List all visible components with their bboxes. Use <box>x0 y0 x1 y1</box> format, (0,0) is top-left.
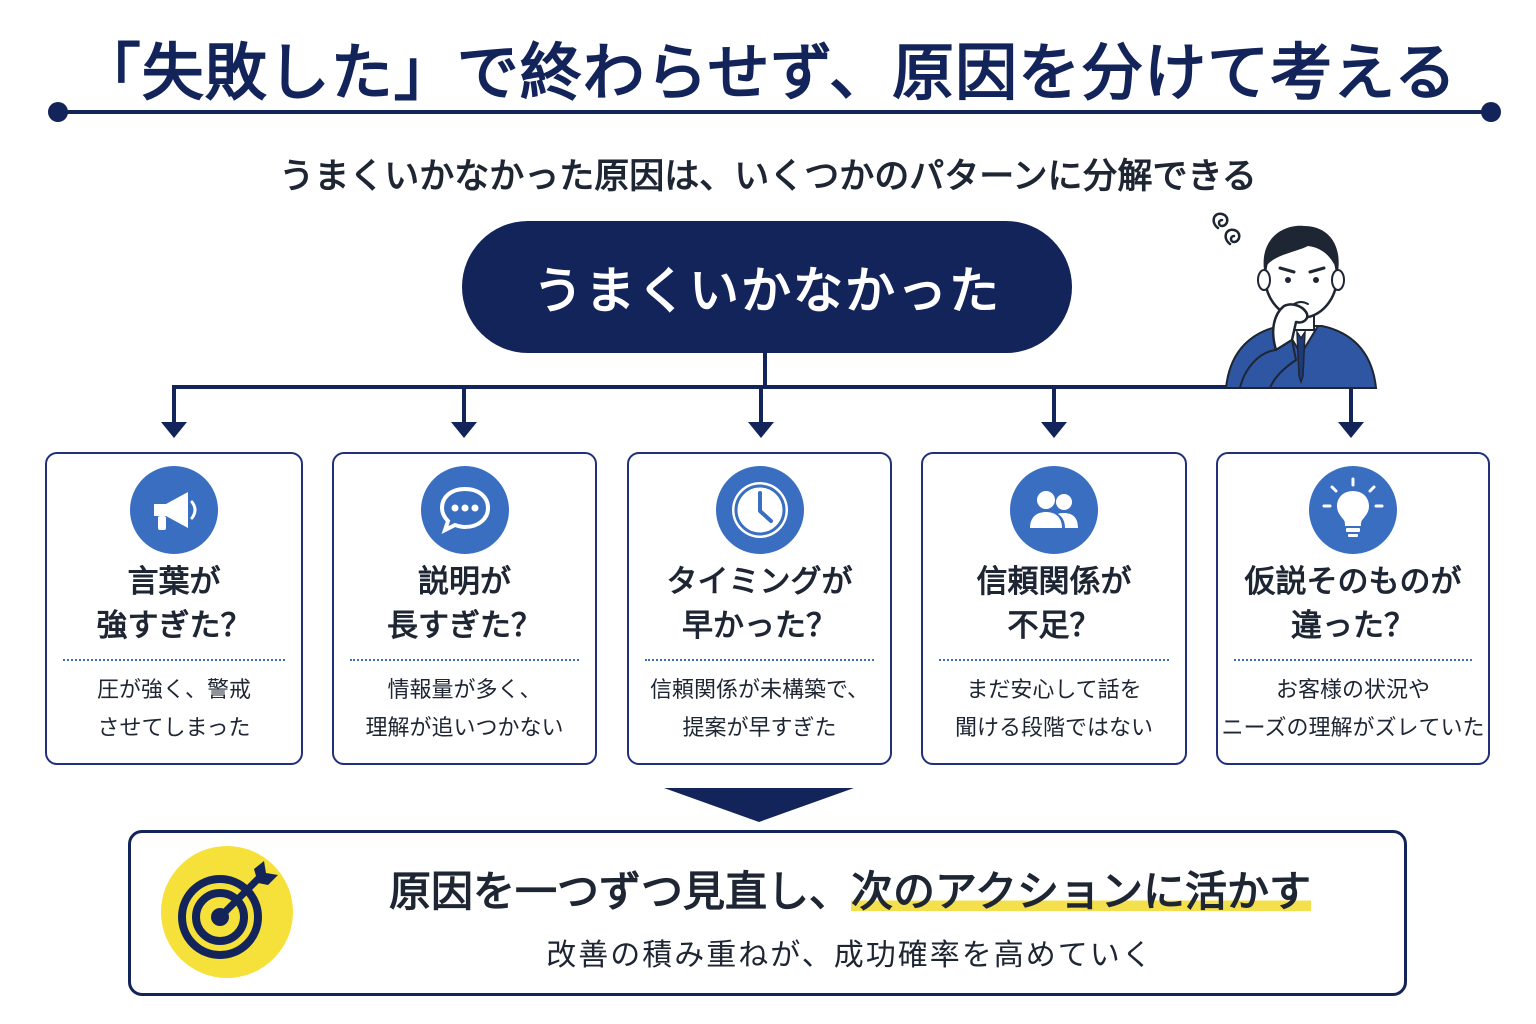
conclusion-headline-highlight: 次のアクションに活かす <box>851 867 1311 916</box>
card-divider <box>939 659 1169 661</box>
cause-card-explanation-too-long: 説明が 長すぎた？ 情報量が多く、 理解が追いつかない <box>332 452 597 765</box>
connector-branch-bar <box>172 385 1354 389</box>
connector-trunk <box>763 353 767 387</box>
card-divider <box>645 659 874 661</box>
target-icon <box>161 846 293 978</box>
connector-drop-2 <box>462 385 466 424</box>
arrowhead-4 <box>1041 422 1067 438</box>
people-icon <box>1010 466 1098 554</box>
conclusion-headline-part1: 原因を一つずつ見直し、 <box>389 867 852 916</box>
title-divider <box>57 110 1491 114</box>
down-arrow-icon <box>664 788 854 822</box>
connector-drop-5 <box>1349 385 1353 424</box>
page-title: 「失敗した」で終わらせず、原因を分けて考える <box>78 36 1458 109</box>
cause-description: 信頼関係が未構築で、 提案が早すぎた <box>649 678 870 741</box>
divider-dot-right <box>1481 102 1501 122</box>
megaphone-icon <box>130 466 218 554</box>
cause-description: お客様の状況や ニーズの理解がズレていた <box>1221 678 1485 741</box>
connector-drop-4 <box>1052 385 1056 424</box>
thinking-person-illustration <box>1212 212 1378 389</box>
lightbulb-icon <box>1309 466 1397 554</box>
card-divider <box>1234 659 1472 661</box>
cause-title: 信頼関係が 不足？ <box>976 564 1132 644</box>
speech-bubble-icon <box>420 466 509 554</box>
root-node: うまくいかなかった <box>462 221 1072 353</box>
arrowhead-3 <box>748 422 774 438</box>
arrowhead-5 <box>1338 422 1364 438</box>
cause-title: タイミングが 早かった？ <box>666 564 853 644</box>
confusion-swirl-icon <box>1212 212 1241 246</box>
connector-drop-1 <box>172 385 176 424</box>
cause-title: 仮説そのものが 違った？ <box>1244 564 1462 644</box>
arrowhead-1 <box>161 422 187 438</box>
cause-title: 説明が 長すぎた？ <box>387 564 542 644</box>
cause-description: まだ安心して話を 聞ける段階ではない <box>954 678 1153 741</box>
cause-description: 情報量が多く、 理解が追いつかない <box>365 678 564 741</box>
card-divider <box>350 659 579 661</box>
root-node-label: うまくいかなかった <box>533 262 1001 320</box>
conclusion-headline: 原因を一つずつ見直し、次のアクションに活かす <box>330 858 1370 919</box>
cause-card-wrong-hypothesis: 仮説そのものが 違った？ お客様の状況や ニーズの理解がズレていた <box>1216 452 1490 765</box>
cause-description: 圧が強く、警戒 させてしまった <box>96 678 251 741</box>
card-divider <box>63 659 285 661</box>
page-subtitle: うまくいかなかった原因は、いくつかのパターンに分解できる <box>279 157 1257 197</box>
clock-icon <box>715 466 804 554</box>
arrowhead-2 <box>451 422 477 438</box>
conclusion-subtext: 改善の積み重ねが、成功確率を高めていく <box>546 938 1154 973</box>
cause-title: 言葉が 強すぎた？ <box>96 564 252 644</box>
cause-card-timing-too-early: タイミングが 早かった？ 信頼関係が未構築で、 提案が早すぎた <box>627 452 892 765</box>
divider-dot-left <box>48 102 68 122</box>
cause-card-lack-of-trust: 信頼関係が 不足？ まだ安心して話を 聞ける段階ではない <box>921 452 1187 765</box>
connector-drop-3 <box>759 385 763 424</box>
cause-card-words-too-strong: 言葉が 強すぎた？ 圧が強く、警戒 させてしまった <box>45 452 303 765</box>
